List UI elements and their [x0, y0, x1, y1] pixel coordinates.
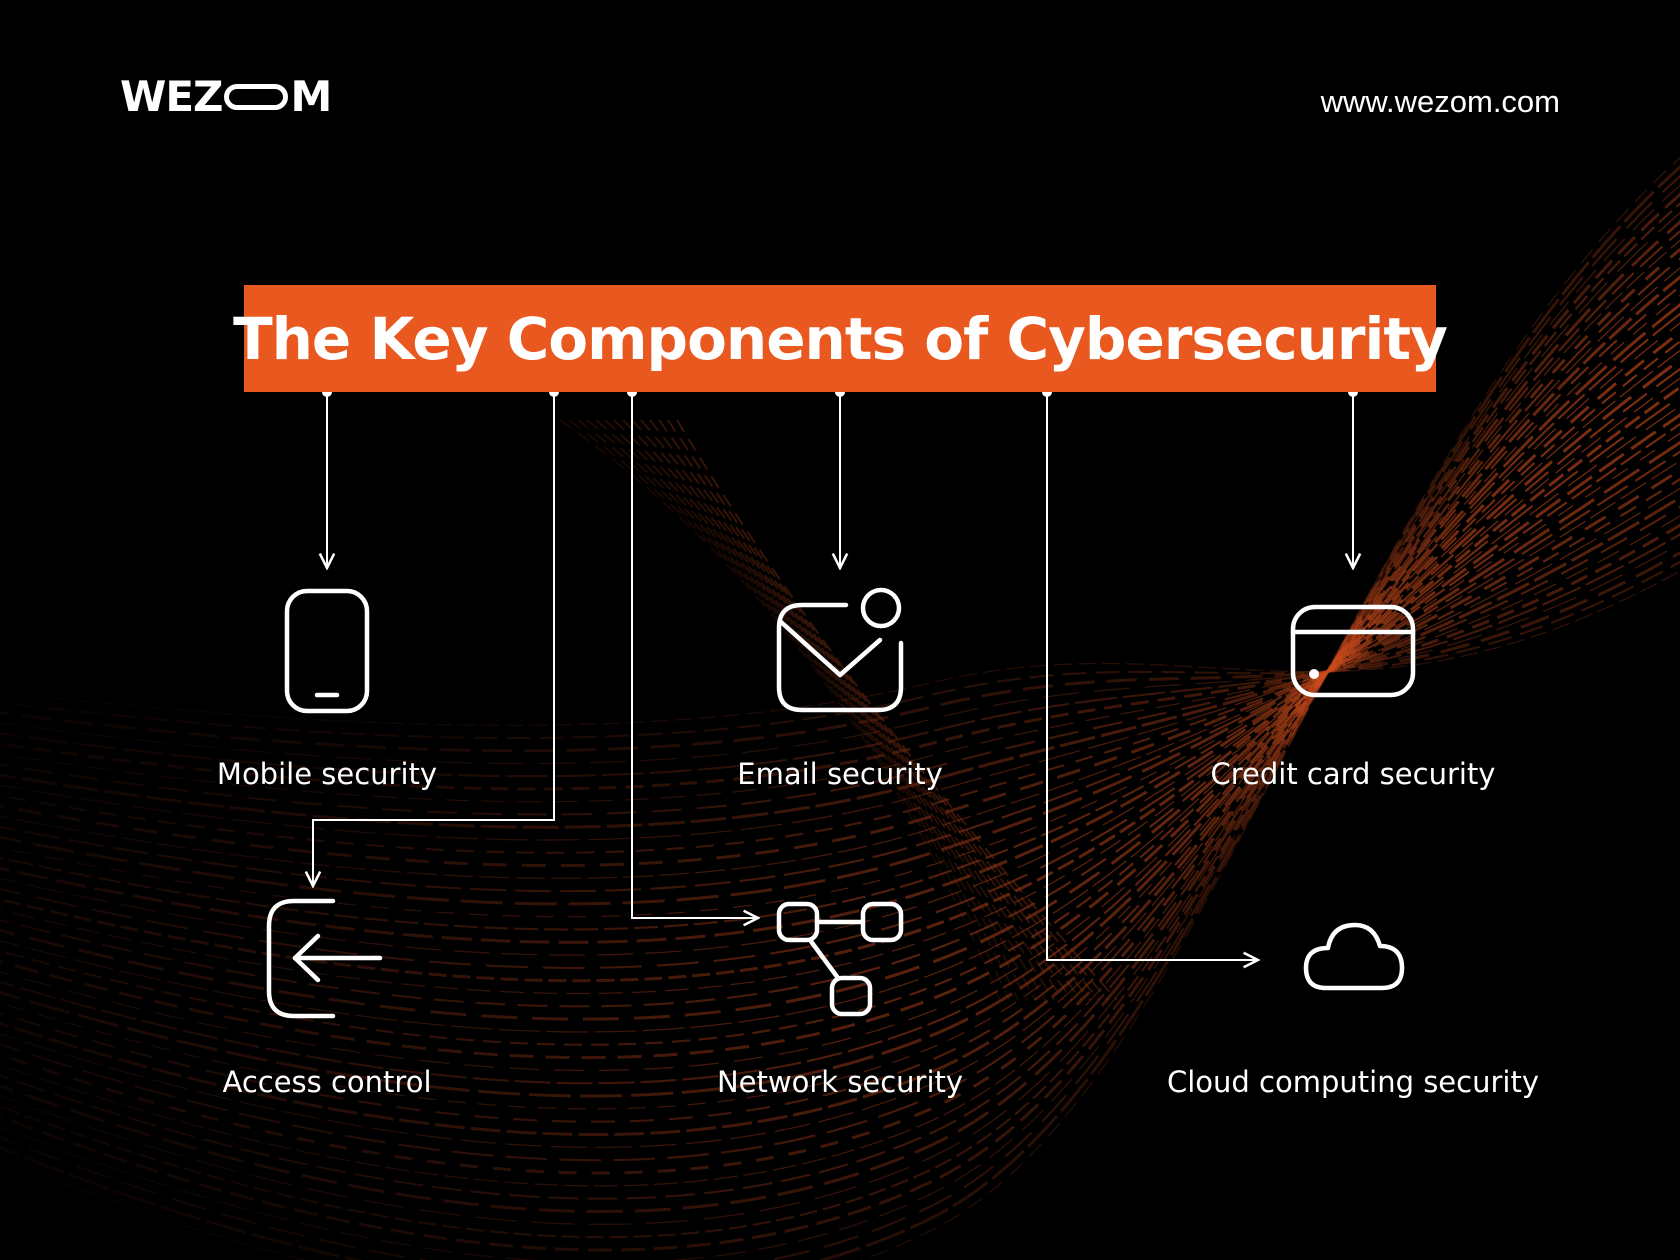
wave-line [0, 247, 1680, 1175]
wave-line [0, 405, 1680, 956]
wave-line [0, 358, 1680, 1021]
site-url[interactable]: www.wezom.com [1320, 84, 1560, 119]
mail-notification-icon [776, 587, 904, 713]
wave-line [0, 350, 1680, 1033]
wave-line [0, 312, 1680, 1085]
smartphone-icon [284, 588, 370, 714]
wave-line [0, 395, 1680, 969]
wave-line [0, 202, 1680, 1239]
network-nodes-icon [776, 901, 904, 1017]
wave-line [0, 460, 1680, 879]
wave-line [0, 468, 1680, 868]
wave-ribbon-line [595, 419, 1037, 1001]
wave-line [0, 220, 1680, 1213]
connector-card [1348, 387, 1358, 568]
wave-line [0, 174, 1680, 1260]
logo-text-right: M [290, 72, 332, 121]
wave-line [0, 294, 1680, 1110]
wave-ribbon-line [568, 419, 1010, 1001]
wave-line [0, 413, 1680, 944]
label-email-security: Email security [737, 757, 943, 791]
wave-ribbon-line [559, 419, 1001, 1001]
diagram-title: The Key Components of Cybersecurity [233, 304, 1448, 373]
label-access-control: Access control [222, 1065, 432, 1099]
wave-line [0, 330, 1680, 1060]
wave-line [0, 422, 1680, 931]
wave-line [0, 495, 1680, 829]
label-cloud-computing-security: Cloud computing security [1166, 1065, 1539, 1099]
login-arrow-icon [266, 898, 383, 1019]
wave-background [0, 157, 1680, 1260]
wave-line [0, 275, 1680, 1137]
wave-line [0, 377, 1680, 995]
wave-line [0, 478, 1680, 854]
wave-ribbon-line [622, 419, 1064, 1001]
wave-line [0, 212, 1680, 1225]
wave-line [0, 267, 1680, 1148]
wave-line [0, 230, 1680, 1200]
wave-line [0, 157, 1680, 1260]
cloud-icon [1303, 922, 1405, 991]
wave-line [0, 165, 1680, 1260]
wave-line [0, 542, 1680, 765]
wave-ribbon-line [604, 419, 1046, 1001]
wave-line [0, 487, 1680, 841]
wave-line [0, 184, 1680, 1260]
logo-text-left: WEZ [120, 72, 223, 121]
wave-ribbon-line [577, 419, 1019, 1001]
wave-line [0, 302, 1680, 1098]
wave-line [0, 523, 1680, 791]
wave-line [0, 515, 1680, 803]
credit-card-icon [1290, 604, 1416, 698]
wave-ribbon-line [586, 419, 1028, 1001]
wave-line [0, 192, 1680, 1252]
wave-line [0, 560, 1680, 740]
connectors [313, 387, 1358, 960]
label-network-security: Network security [716, 1065, 964, 1099]
wave-ribbon-line [613, 419, 1055, 1001]
wezom-logo: WEZ M [120, 72, 332, 121]
wave-ribbon-line [676, 419, 1118, 1001]
wave-line [0, 432, 1680, 918]
wave-line [0, 257, 1680, 1162]
wave-line [0, 550, 1680, 753]
label-mobile-security: Mobile security [216, 757, 438, 791]
wave-line [0, 322, 1680, 1072]
wave-line [0, 285, 1680, 1123]
wave-line [0, 505, 1680, 816]
connector-mobile [322, 387, 332, 568]
title-banner: The Key Components of Cybersecurity [233, 285, 1448, 392]
wave-line [0, 367, 1680, 1008]
wave-line [0, 239, 1680, 1187]
wave-ribbon-line [631, 419, 1073, 1001]
connector-email [835, 387, 845, 568]
wave-line [0, 440, 1680, 906]
label-credit-card-security: Credit card security [1210, 757, 1496, 791]
wave-line [0, 450, 1680, 893]
logo-o-shape [224, 83, 289, 110]
wave-line [0, 340, 1680, 1046]
wave-line [0, 533, 1680, 778]
